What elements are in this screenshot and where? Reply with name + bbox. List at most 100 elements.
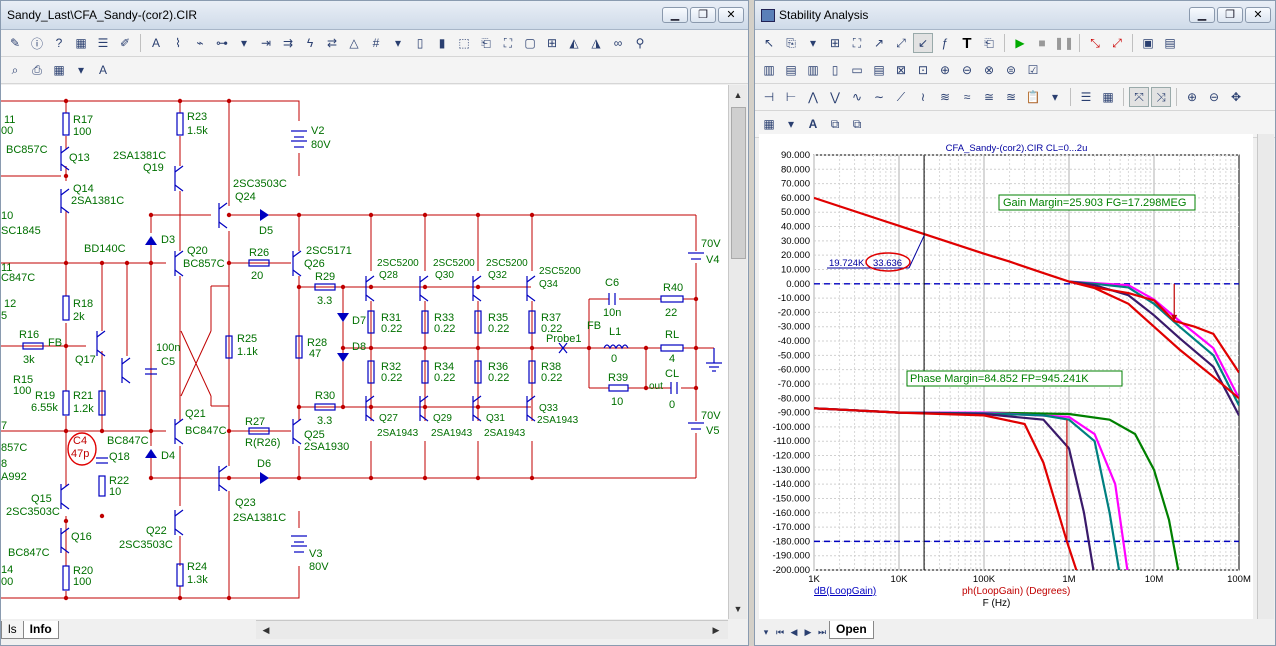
scroll-left-icon[interactable]: ◀ [262,625,270,635]
schematic-vertical-scrollbar[interactable]: ▲ ▼ [728,85,747,619]
copy-b-icon[interactable]: ⧉ [852,116,862,131]
grid-a-icon[interactable]: ▥ [763,63,775,77]
connect-icon[interactable]: ⇄ [326,36,338,50]
page-first-icon[interactable]: ⏮ [775,626,785,637]
pan-icon[interactable]: ✥ [1230,90,1242,104]
wave-e-icon[interactable]: ≈ [963,90,971,104]
close-button[interactable]: ✕ [718,7,744,23]
bus-icon[interactable]: ⊶ [216,36,228,50]
pencil-icon[interactable]: ✎ [9,36,21,50]
page-last-icon[interactable]: ⏭ [817,626,827,637]
text-icon[interactable]: T [962,34,972,52]
stamp-icon[interactable]: ⎗ [481,35,491,50]
zoom-in-icon[interactable]: ⊕ [1186,90,1198,104]
stability-titlebar[interactable]: Stability Analysis ▁ ❐ ✕ [755,1,1275,30]
list-icon[interactable]: ☰ [97,36,109,50]
node-icon[interactable]: ⌁ [196,36,204,50]
page-next-icon[interactable]: ▶ [804,626,812,637]
dropdown-arrow-icon[interactable]: ▾ [77,63,85,77]
fit-icon[interactable]: ⤧ [1129,87,1149,107]
wave-a-icon[interactable]: ∿ [851,90,863,104]
trace3-icon[interactable]: ↙ [913,33,933,53]
calendar-icon[interactable]: ▦ [1102,90,1114,104]
frame-icon[interactable]: ▣ [1142,36,1154,50]
schematic-horizontal-scrollbar[interactable]: ◀ ▶ [256,620,728,639]
zoom-region-icon[interactable]: ⛶ [852,35,862,50]
scroll-down-icon[interactable]: ▼ [733,604,743,614]
binoculars-icon[interactable]: ∞ [613,36,623,50]
frame2-icon[interactable]: ▤ [1164,36,1176,50]
scroll-right-icon[interactable]: ▶ [712,625,720,635]
wave-g-icon[interactable]: ≊ [1005,90,1017,104]
restore-button[interactable]: ❐ [690,7,716,23]
page-prev-icon[interactable]: ◀ [790,626,798,637]
grid-d-icon[interactable]: ▯ [831,63,839,77]
trace-icon[interactable]: ↗ [873,36,885,50]
minimize-button[interactable]: ▁ [662,7,688,23]
flip-icon[interactable]: ◮ [591,36,601,50]
scroll-thumb[interactable] [731,107,746,259]
close-button[interactable]: ✕ [1245,7,1271,23]
grid-icon[interactable]: # [372,36,380,50]
warning-icon[interactable]: △ [349,36,359,50]
frame-icon[interactable]: ⬚ [458,36,470,50]
components-icon[interactable]: ▦ [75,36,87,50]
list-icon[interactable]: ☰ [1080,90,1092,104]
plot-vertical-scrollbar[interactable] [1257,134,1274,619]
grid-h-icon[interactable]: ⊡ [917,63,929,77]
tab-ls[interactable]: ls [1,621,24,639]
pause-icon[interactable]: ❚❚ [1053,36,1075,50]
select-region-icon[interactable]: ⛶ [503,35,513,50]
symbol-icon[interactable]: ⊞ [546,36,558,50]
grid-b-icon[interactable]: ▤ [785,63,797,77]
dropdown-arrow-icon[interactable]: ▾ [787,117,795,131]
copy-icon[interactable]: ⎘ [786,35,796,50]
schematic-titlebar[interactable]: Sandy_Last\CFA_Sandy-(cor2).CIR ▁ ❐ ✕ [1,1,748,30]
zoom-b-icon[interactable]: ⊖ [961,63,973,77]
dropdown-arrow-icon[interactable]: ▾ [809,36,817,50]
chart-icon[interactable]: ⊞ [829,36,841,50]
grid-g-icon[interactable]: ⊠ [895,63,907,77]
page-copy-icon[interactable]: ▮ [438,36,446,50]
probe-icon[interactable]: ⌕ [11,62,19,77]
zoom-out-icon[interactable]: ⊖ [1208,90,1220,104]
tab-open[interactable]: Open [829,621,874,639]
arrows-icon[interactable]: ⇉ [282,36,294,50]
slope-icon[interactable]: ⟋ [896,89,906,104]
peak-icon[interactable]: ⋀ [808,90,818,104]
function-icon[interactable]: ƒ [941,36,949,50]
valley-icon[interactable]: ⋁ [830,90,840,104]
cursor-b-icon[interactable]: ⊢ [785,90,797,104]
mirror-icon[interactable]: ◭ [569,36,579,50]
grid-e-icon[interactable]: ▭ [851,63,863,77]
help-icon[interactable]: ? [55,36,63,50]
wave-f-icon[interactable]: ≅ [983,90,995,104]
lightning-icon[interactable]: ϟ [306,36,314,50]
dropdown-arrow-icon[interactable]: ▾ [1051,90,1059,104]
find-icon[interactable]: ⚲ [635,36,645,50]
cursor-a-icon[interactable]: ⊣ [763,90,775,104]
grid-f-icon[interactable]: ▤ [873,63,885,77]
probe-icon[interactable]: ⇥ [260,36,272,50]
stop-icon[interactable]: ■ [1038,36,1046,50]
run-icon[interactable]: ▶ [1015,36,1025,50]
dropdown-arrow-icon[interactable]: ▾ [394,36,402,50]
pointer-icon[interactable]: ↖ [763,36,775,50]
wave-d-icon[interactable]: ≋ [939,90,951,104]
schematic-canvas[interactable]: R17 100 R23 1.5k BC857C Q13 Q14 2SA1381C… [1,85,728,619]
wave-b-icon[interactable]: ∼ [873,90,885,104]
scale-icon[interactable]: ⤡ [1090,35,1100,50]
minimize-button[interactable]: ▁ [1189,7,1215,23]
grid-view-icon[interactable]: ▦ [53,63,65,77]
wire-icon[interactable]: ⌇ [175,36,181,50]
zoom-a-icon[interactable]: ⊕ [939,63,951,77]
properties-icon[interactable]: ☑ [1027,63,1039,77]
zoom-c-icon[interactable]: ⊗ [983,63,995,77]
clipboard-icon[interactable]: 📋 [1025,90,1041,104]
scroll-up-icon[interactable]: ▲ [733,90,743,100]
font-icon[interactable]: A [808,117,818,131]
scale2-icon[interactable]: ⤢ [1112,35,1122,50]
info-icon[interactable]: ⓘ [30,36,43,51]
zoom-d-icon[interactable]: ⊜ [1005,63,1017,77]
